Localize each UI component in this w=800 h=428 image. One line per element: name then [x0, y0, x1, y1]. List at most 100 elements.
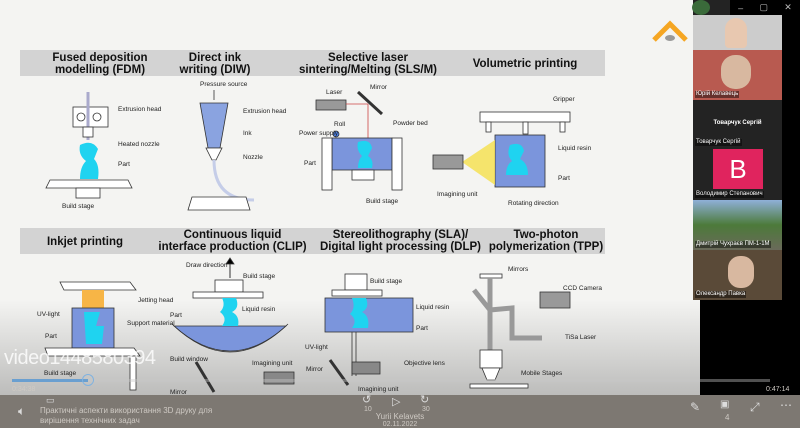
title-fdm: Fused deposition modelling (FDM) [52, 52, 148, 76]
participant-name: Товарчук Сергій [695, 139, 742, 146]
label: Liquid resin [558, 145, 592, 152]
participant-name: Дмитрій Чухраєв ПМ-1-1М [695, 241, 771, 248]
label: Ink [243, 130, 252, 137]
skip-back-seconds: 10 [364, 406, 372, 413]
label: Roll [334, 121, 346, 128]
progress-bar[interactable] [12, 374, 770, 386]
minimize-icon[interactable]: – [738, 2, 744, 13]
label: Powder bed [393, 120, 428, 127]
label: Extrusion head [243, 108, 287, 115]
label: Power supply [299, 130, 339, 137]
participant-tile[interactable]: Товарчук Сергій Товарчук Сергій [693, 100, 782, 148]
skip-forward-seconds: 30 [422, 406, 430, 413]
video-watermark: video1448580394 [4, 347, 156, 369]
label: Build stage [62, 203, 95, 210]
expand-icon[interactable]: ⤢ [750, 400, 760, 414]
label: Pressure source [200, 81, 248, 88]
video-feed [728, 256, 754, 288]
title-clip: Continuous liquid interface production (… [158, 229, 307, 253]
label: UV-light [37, 311, 60, 318]
label: Imagining unit [252, 360, 293, 367]
label: CCD Camera [563, 285, 603, 292]
presenter-name: Yurii Kelavets [375, 412, 425, 421]
label: Build stage [243, 273, 276, 280]
label: Jetting head [138, 297, 174, 304]
label: UV-light [305, 344, 328, 351]
video-date: 02.11.2022 [382, 421, 418, 428]
participant-name: Юрій Келавець [695, 91, 740, 98]
label: Part [170, 312, 182, 319]
avatar: B [713, 149, 763, 189]
maximize-icon[interactable]: ▢ [759, 2, 768, 12]
elapsed-time: 0:34:38 [12, 386, 36, 393]
title-sla-dlp: Stereolithography (SLA)/ Digital light p… [319, 229, 481, 253]
captions-icon[interactable]: ▭ [46, 395, 55, 405]
label: Build stage [370, 278, 403, 285]
label: Heated nozzle [118, 141, 160, 148]
video-title-line2: вирішення технічних задач [40, 416, 140, 425]
label: Mirror [170, 389, 187, 396]
title-tpp: Two-photon polymerization (TPP) [488, 229, 604, 253]
label: Build stage [366, 198, 399, 205]
player-controls: 🔈︎ ▭ Практичні аспекти використання 3D д… [0, 395, 800, 428]
university-logo [652, 20, 688, 42]
close-icon[interactable]: ✕ [784, 2, 792, 12]
title-sls: Selective laser sintering/Melting (SLS/M… [299, 52, 437, 76]
label: Part [558, 175, 570, 182]
label: Build window [170, 356, 208, 363]
label: Mirror [306, 366, 323, 373]
slide-count: 4 [725, 413, 730, 422]
skip-back-icon[interactable]: ↺ [362, 394, 372, 406]
label: Laser [326, 89, 343, 96]
row1-header [20, 50, 605, 76]
label: Mobile Stages [521, 370, 563, 377]
process-diagrams [44, 90, 571, 393]
presentation-slide: Fused deposition modelling (FDM) Direct … [0, 0, 700, 428]
participant-center-name: Товарчук Сергій [713, 120, 762, 126]
label: Mirrors [508, 266, 529, 273]
label: Liquid resin [242, 306, 276, 313]
participant-tile[interactable]: Олександр Павка [693, 250, 782, 300]
label: Support material [127, 320, 175, 327]
video-title-line1: Практичні аспекти використання 3D друку … [40, 406, 213, 415]
participant-tile[interactable]: B Володимир Степанович [693, 148, 782, 200]
skip-forward-icon[interactable]: ↻ [420, 394, 430, 406]
label: Part [118, 161, 130, 168]
play-icon[interactable]: ▷ [392, 396, 401, 408]
label: Draw direction [186, 262, 228, 269]
label: Build stage [44, 370, 77, 377]
label: Extrusion head [118, 106, 162, 113]
title-inkjet: Inkjet printing [46, 236, 124, 248]
label: Rotating direction [508, 200, 559, 207]
label: Nozzle [243, 154, 263, 161]
label: Liquid resin [416, 304, 450, 311]
total-time: 0:47:14 [766, 386, 790, 393]
progress-fill [12, 379, 88, 382]
label: Imagining unit [358, 386, 399, 393]
participants-panel: Юрій Келавець Товарчук Сергій Товарчук С… [693, 0, 782, 300]
title-diw: Direct ink writing (DIW) [179, 52, 251, 76]
more-icon[interactable]: ⋯ [780, 398, 792, 412]
label: TiSa Laser [565, 334, 597, 341]
label: Objective lens [404, 360, 445, 367]
video-feed [721, 55, 751, 89]
label: Gripper [553, 96, 575, 103]
label: Part [304, 160, 316, 167]
title-volumetric: Volumetric printing [472, 58, 578, 70]
window-controls: – ▢ ✕ [730, 0, 800, 15]
participant-name: Володимир Степанович [695, 191, 764, 198]
row2-header [20, 228, 605, 254]
participant-tile[interactable]: Юрій Келавець [693, 50, 782, 100]
progress-handle[interactable] [81, 374, 94, 386]
university-seal [692, 0, 710, 15]
participant-tile[interactable] [693, 15, 782, 50]
participant-tile[interactable]: Дмитрій Чухраєв ПМ-1-1М [693, 200, 782, 250]
label: Part [45, 333, 57, 340]
volume-icon[interactable]: 🔈︎ [18, 404, 26, 418]
label: Part [416, 325, 428, 332]
label: Imagining unit [437, 191, 478, 198]
label: Mirror [370, 84, 387, 91]
slides-icon[interactable]: ▣ [720, 399, 730, 410]
pencil-icon[interactable]: ✎ [690, 400, 701, 414]
participant-name: Олександр Павка [695, 291, 747, 298]
